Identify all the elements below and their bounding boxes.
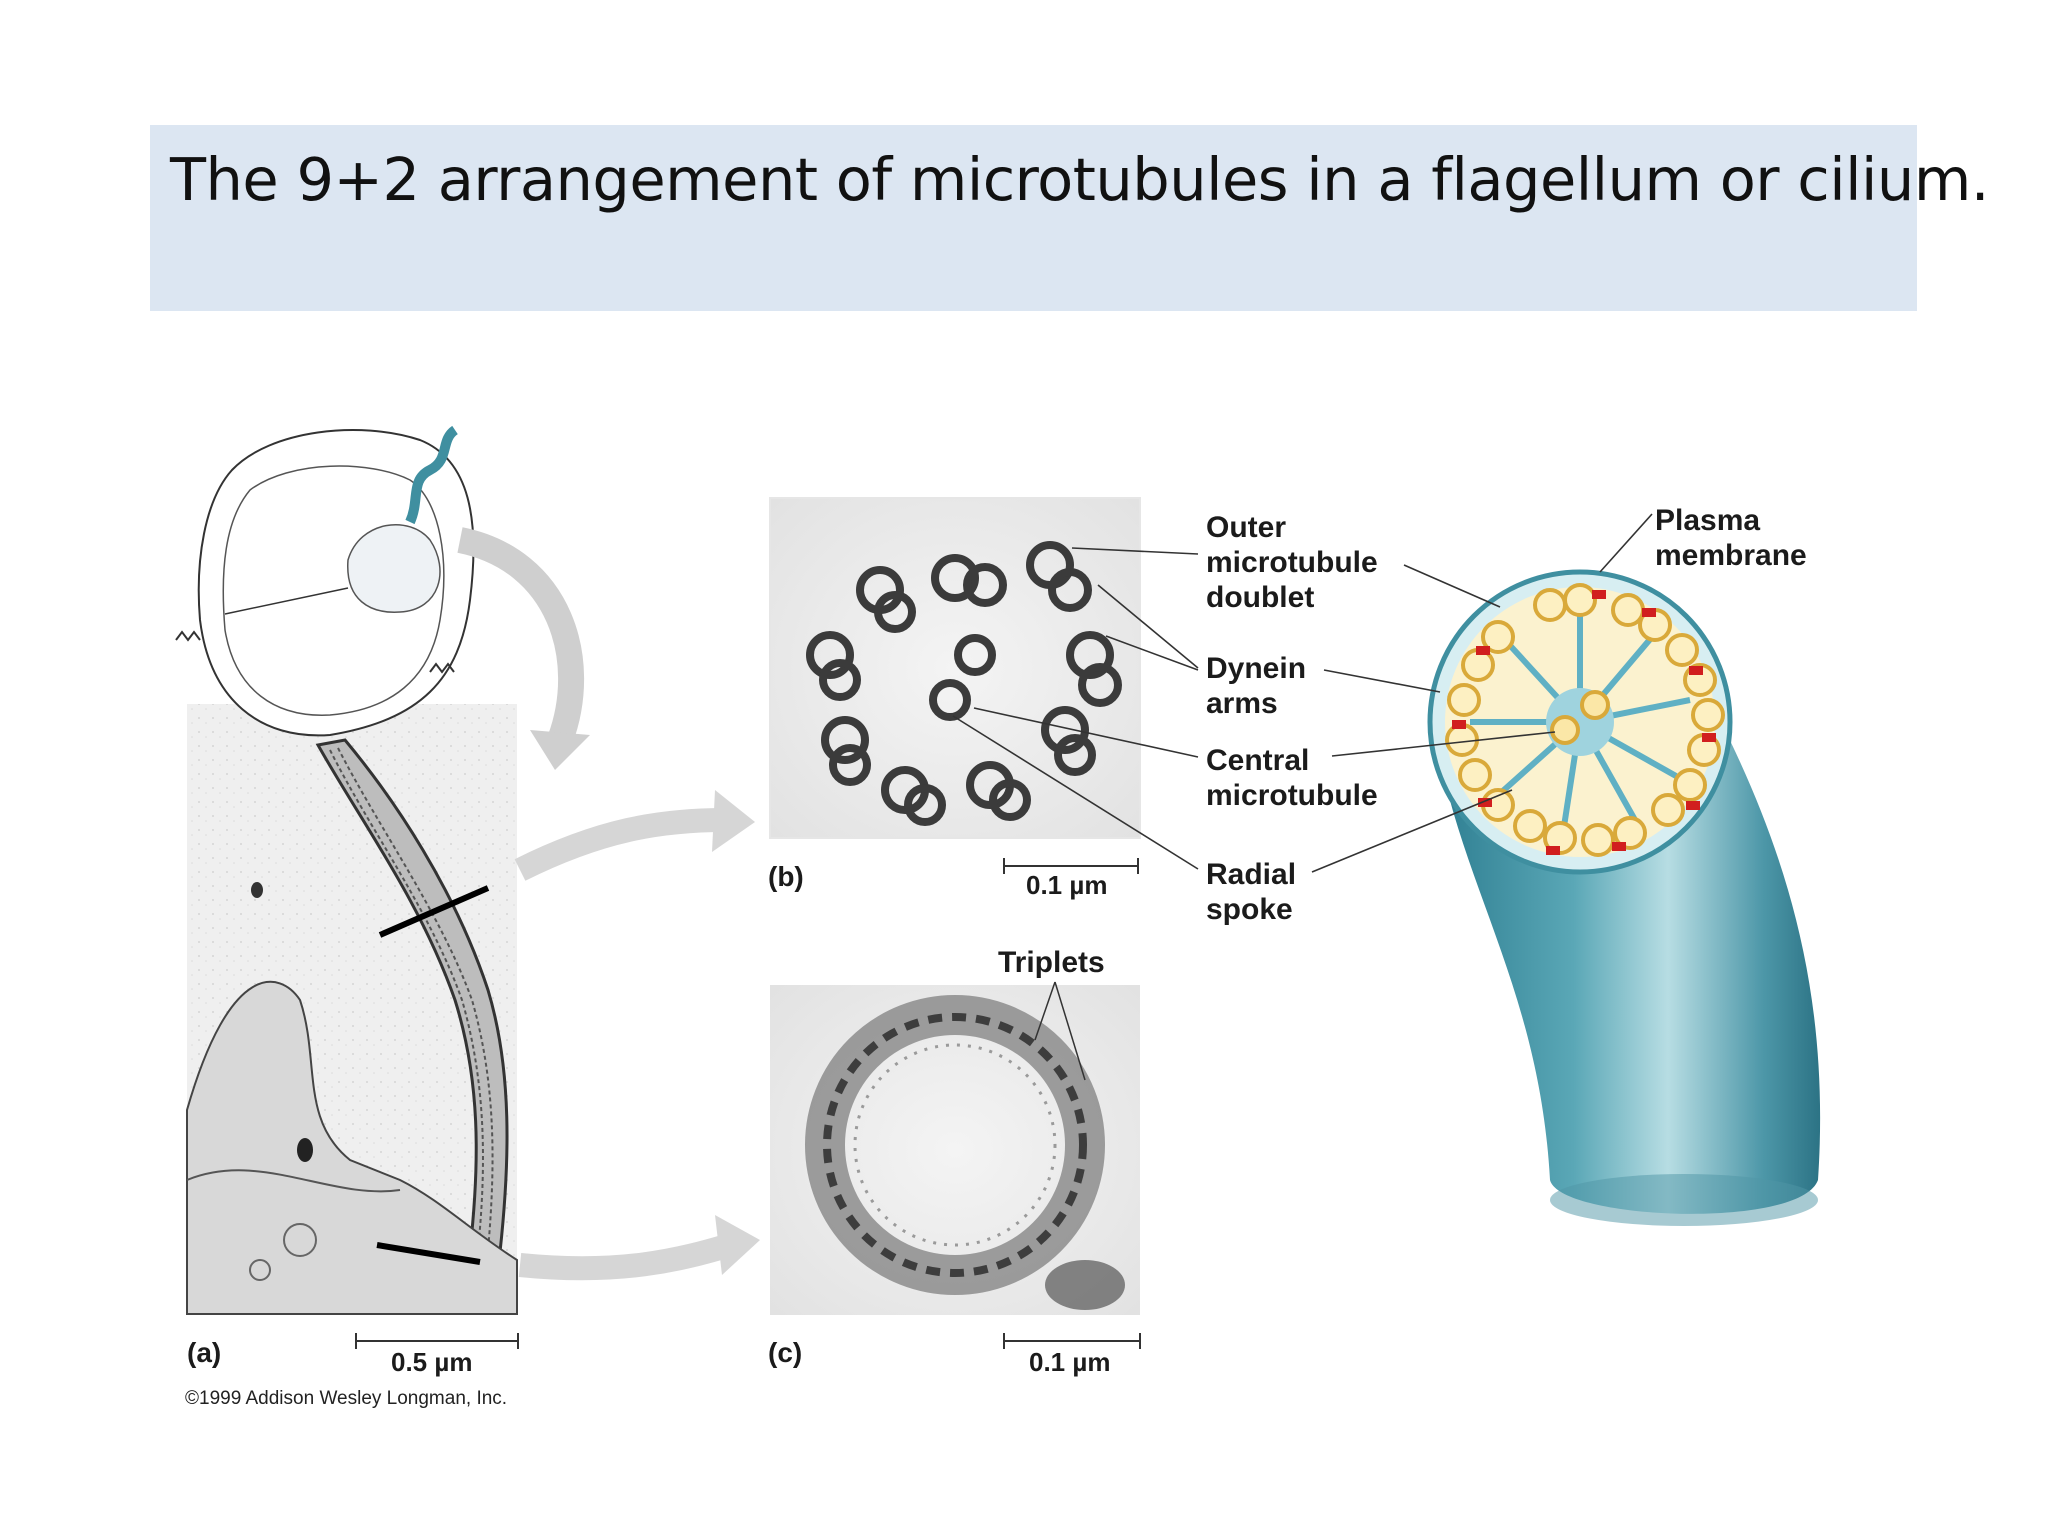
outer-doublets (1445, 583, 1725, 857)
triplets-leaders (1034, 981, 1086, 1081)
arrow-to-c (518, 1233, 734, 1281)
scale-label-c: 0.1 µm (1029, 1347, 1110, 1377)
label-dynein-2: arms (1206, 687, 1278, 720)
panel-label-b: (b) (768, 861, 804, 892)
panel-c-micrograph (770, 985, 1140, 1315)
label-outer-3: doublet (1206, 581, 1314, 614)
scale-bar-b (1003, 858, 1139, 874)
arrow-to-b-head (712, 790, 755, 852)
label-outer-2: microtubule (1206, 546, 1378, 579)
panel-label-c: (c) (768, 1337, 802, 1368)
label-triplets: Triplets (998, 946, 1105, 979)
panel-b-micrograph (769, 497, 1141, 839)
label-plasma-1: Plasma (1655, 504, 1760, 537)
scale-bar-c (1003, 1333, 1141, 1349)
scale-label-b: 0.1 µm (1026, 870, 1107, 900)
label-central-2: microtubule (1206, 779, 1378, 812)
panel-label-a: (a) (187, 1337, 221, 1368)
flagellum-diagram (1427, 569, 1821, 1226)
callout-lines (952, 513, 1653, 873)
label-central-1: Central (1206, 744, 1309, 777)
label-radial-1: Radial (1206, 858, 1296, 891)
scale-label-a: 0.5 µm (391, 1347, 472, 1377)
copyright: ©1999 Addison Wesley Longman, Inc. (185, 1388, 507, 1409)
arrow-to-c-head (715, 1215, 760, 1275)
label-dynein-1: Dynein (1206, 652, 1306, 685)
label-outer-1: Outer (1206, 511, 1286, 544)
label-plasma-2: membrane (1655, 539, 1807, 572)
title-band: The 9+2 arrangement of microtubules in a… (150, 125, 1990, 311)
cell-sketch (175, 425, 590, 770)
label-radial-2: spoke (1206, 893, 1293, 926)
scale-bar-a (355, 1333, 519, 1349)
arrow-to-b (514, 808, 726, 881)
slide-title: The 9+2 arrangement of microtubules in a… (170, 145, 1990, 214)
panel-a-micrograph (186, 704, 518, 1315)
dynein-arms (1452, 590, 1716, 855)
